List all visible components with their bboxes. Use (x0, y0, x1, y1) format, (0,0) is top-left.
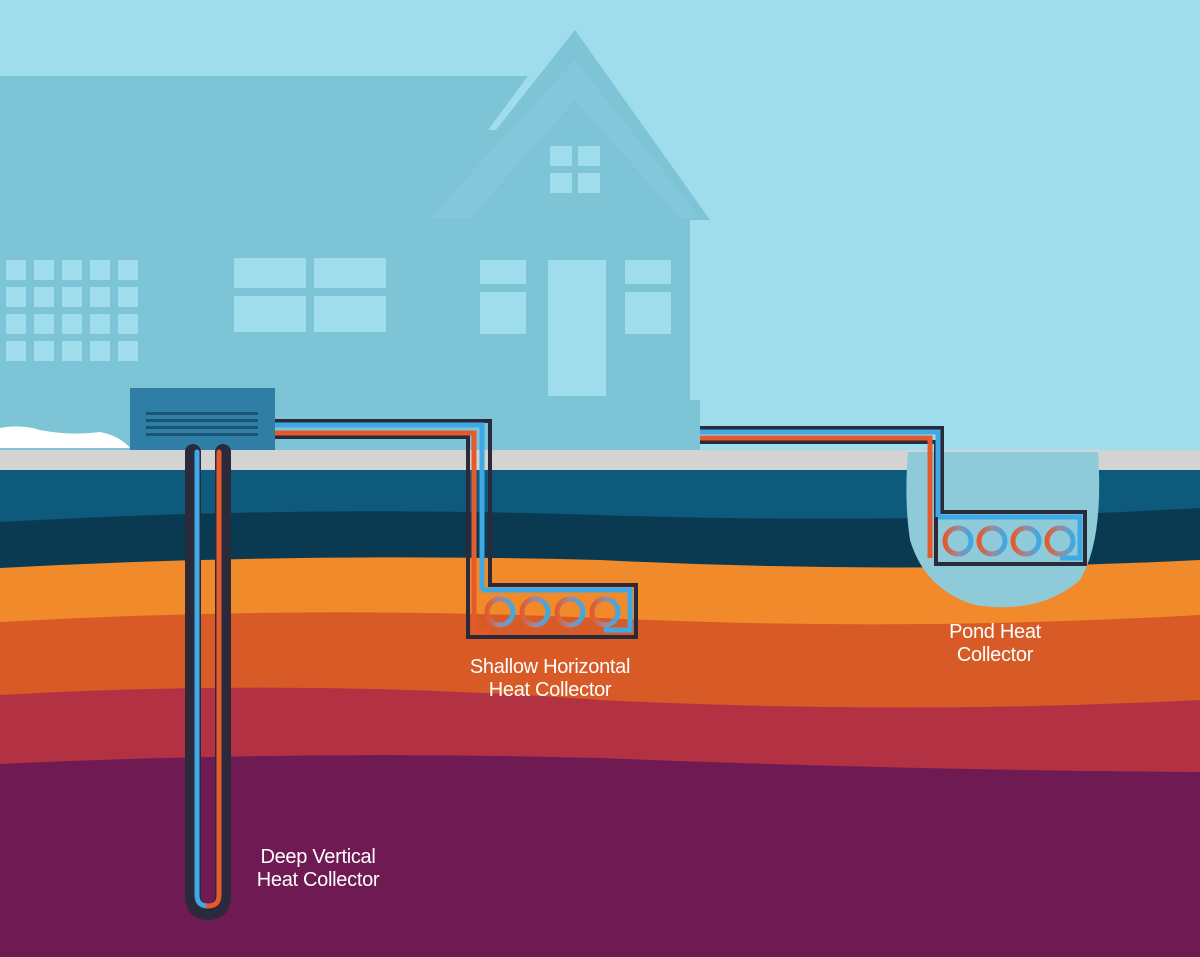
gable-trim (430, 60, 700, 218)
shallow-horizontal-label-line1: Shallow Horizontal (469, 656, 631, 678)
shallow-horizontal-collector (275, 419, 638, 639)
house-windows (6, 146, 671, 396)
house-silhouette (0, 30, 710, 452)
pond-label-line1: Pond Heat (949, 621, 1041, 643)
heat-pump-unit (130, 388, 275, 450)
shallow-horizontal-label: Shallow Horizontal Heat Collector (440, 656, 660, 702)
deep-vertical-collector (185, 444, 231, 921)
snow-patch (0, 426, 130, 448)
pond-label-line2: Collector (956, 644, 1034, 666)
deep-vertical-label-line1: Deep Vertical (260, 846, 376, 868)
main-window (234, 258, 386, 332)
shallow-horizontal-label-line2: Heat Collector (488, 679, 612, 701)
deep-vertical-label: Deep Vertical Heat Collector (218, 846, 418, 892)
front-door (548, 260, 606, 396)
gable-window (550, 146, 600, 193)
deep-vertical-label-line2: Heat Collector (256, 869, 380, 891)
pond-label: Pond Heat Collector (915, 621, 1075, 667)
soil-layers (0, 450, 1200, 957)
pond (906, 452, 1100, 608)
pond-collector (700, 426, 1087, 566)
left-window-grid (6, 260, 138, 361)
